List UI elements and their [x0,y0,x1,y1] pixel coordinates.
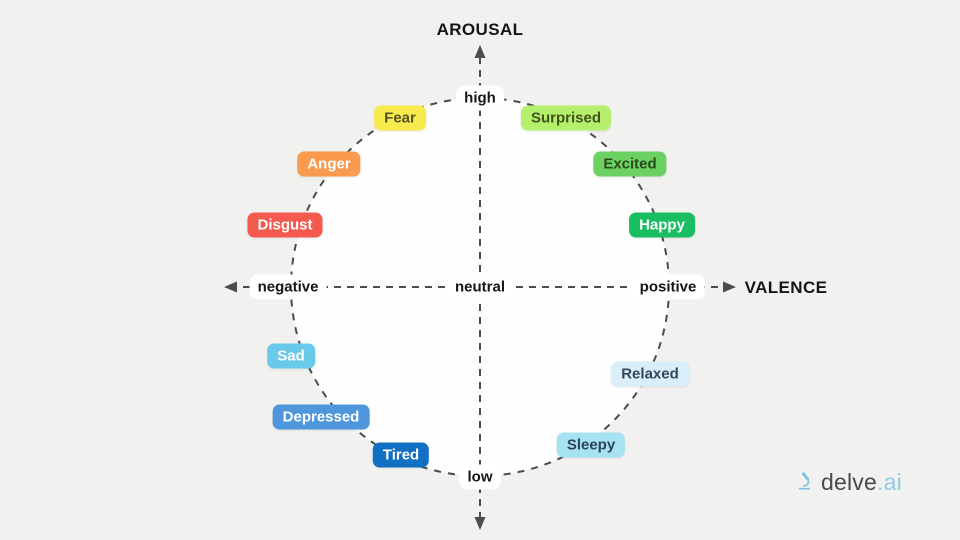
brand-wordmark: delve.ai [821,468,902,495]
valence-axis-title: VALENCE [744,278,828,297]
brand-suffix: .ai [876,468,902,495]
emotion-badge-disgust: Disgust [247,212,323,238]
arrowhead-left [224,281,237,293]
emotion-badge-sad: Sad [267,343,315,369]
arrowhead-right [723,281,736,293]
emotion-badge-excited: Excited [593,151,667,177]
emotion-badge-relaxed: Relaxed [611,361,689,387]
brand-logo[interactable]: delve.ai [793,467,902,497]
axis-label-low: low [459,464,501,490]
emotion-badge-fear: Fear [374,105,426,131]
axis-label-negative: negative [249,274,327,300]
arrowhead-down [474,517,486,530]
axis-label-neutral: neutral [446,274,514,300]
arousal-axis-title: AROUSAL [436,20,524,39]
axis-label-high: high [456,85,504,111]
axis-label-positive: positive [631,274,705,300]
emotion-badge-sleepy: Sleepy [556,432,626,458]
emotion-badge-anger: Anger [297,151,361,177]
brand-name: delve [821,468,877,495]
emotion-badge-surprised: Surprised [520,105,612,131]
emotion-badge-depressed: Depressed [272,404,370,430]
arrowhead-up [474,45,486,58]
emotion-badge-tired: Tired [372,442,430,468]
microscope-icon [798,471,811,490]
emotion-badge-happy: Happy [629,212,695,238]
